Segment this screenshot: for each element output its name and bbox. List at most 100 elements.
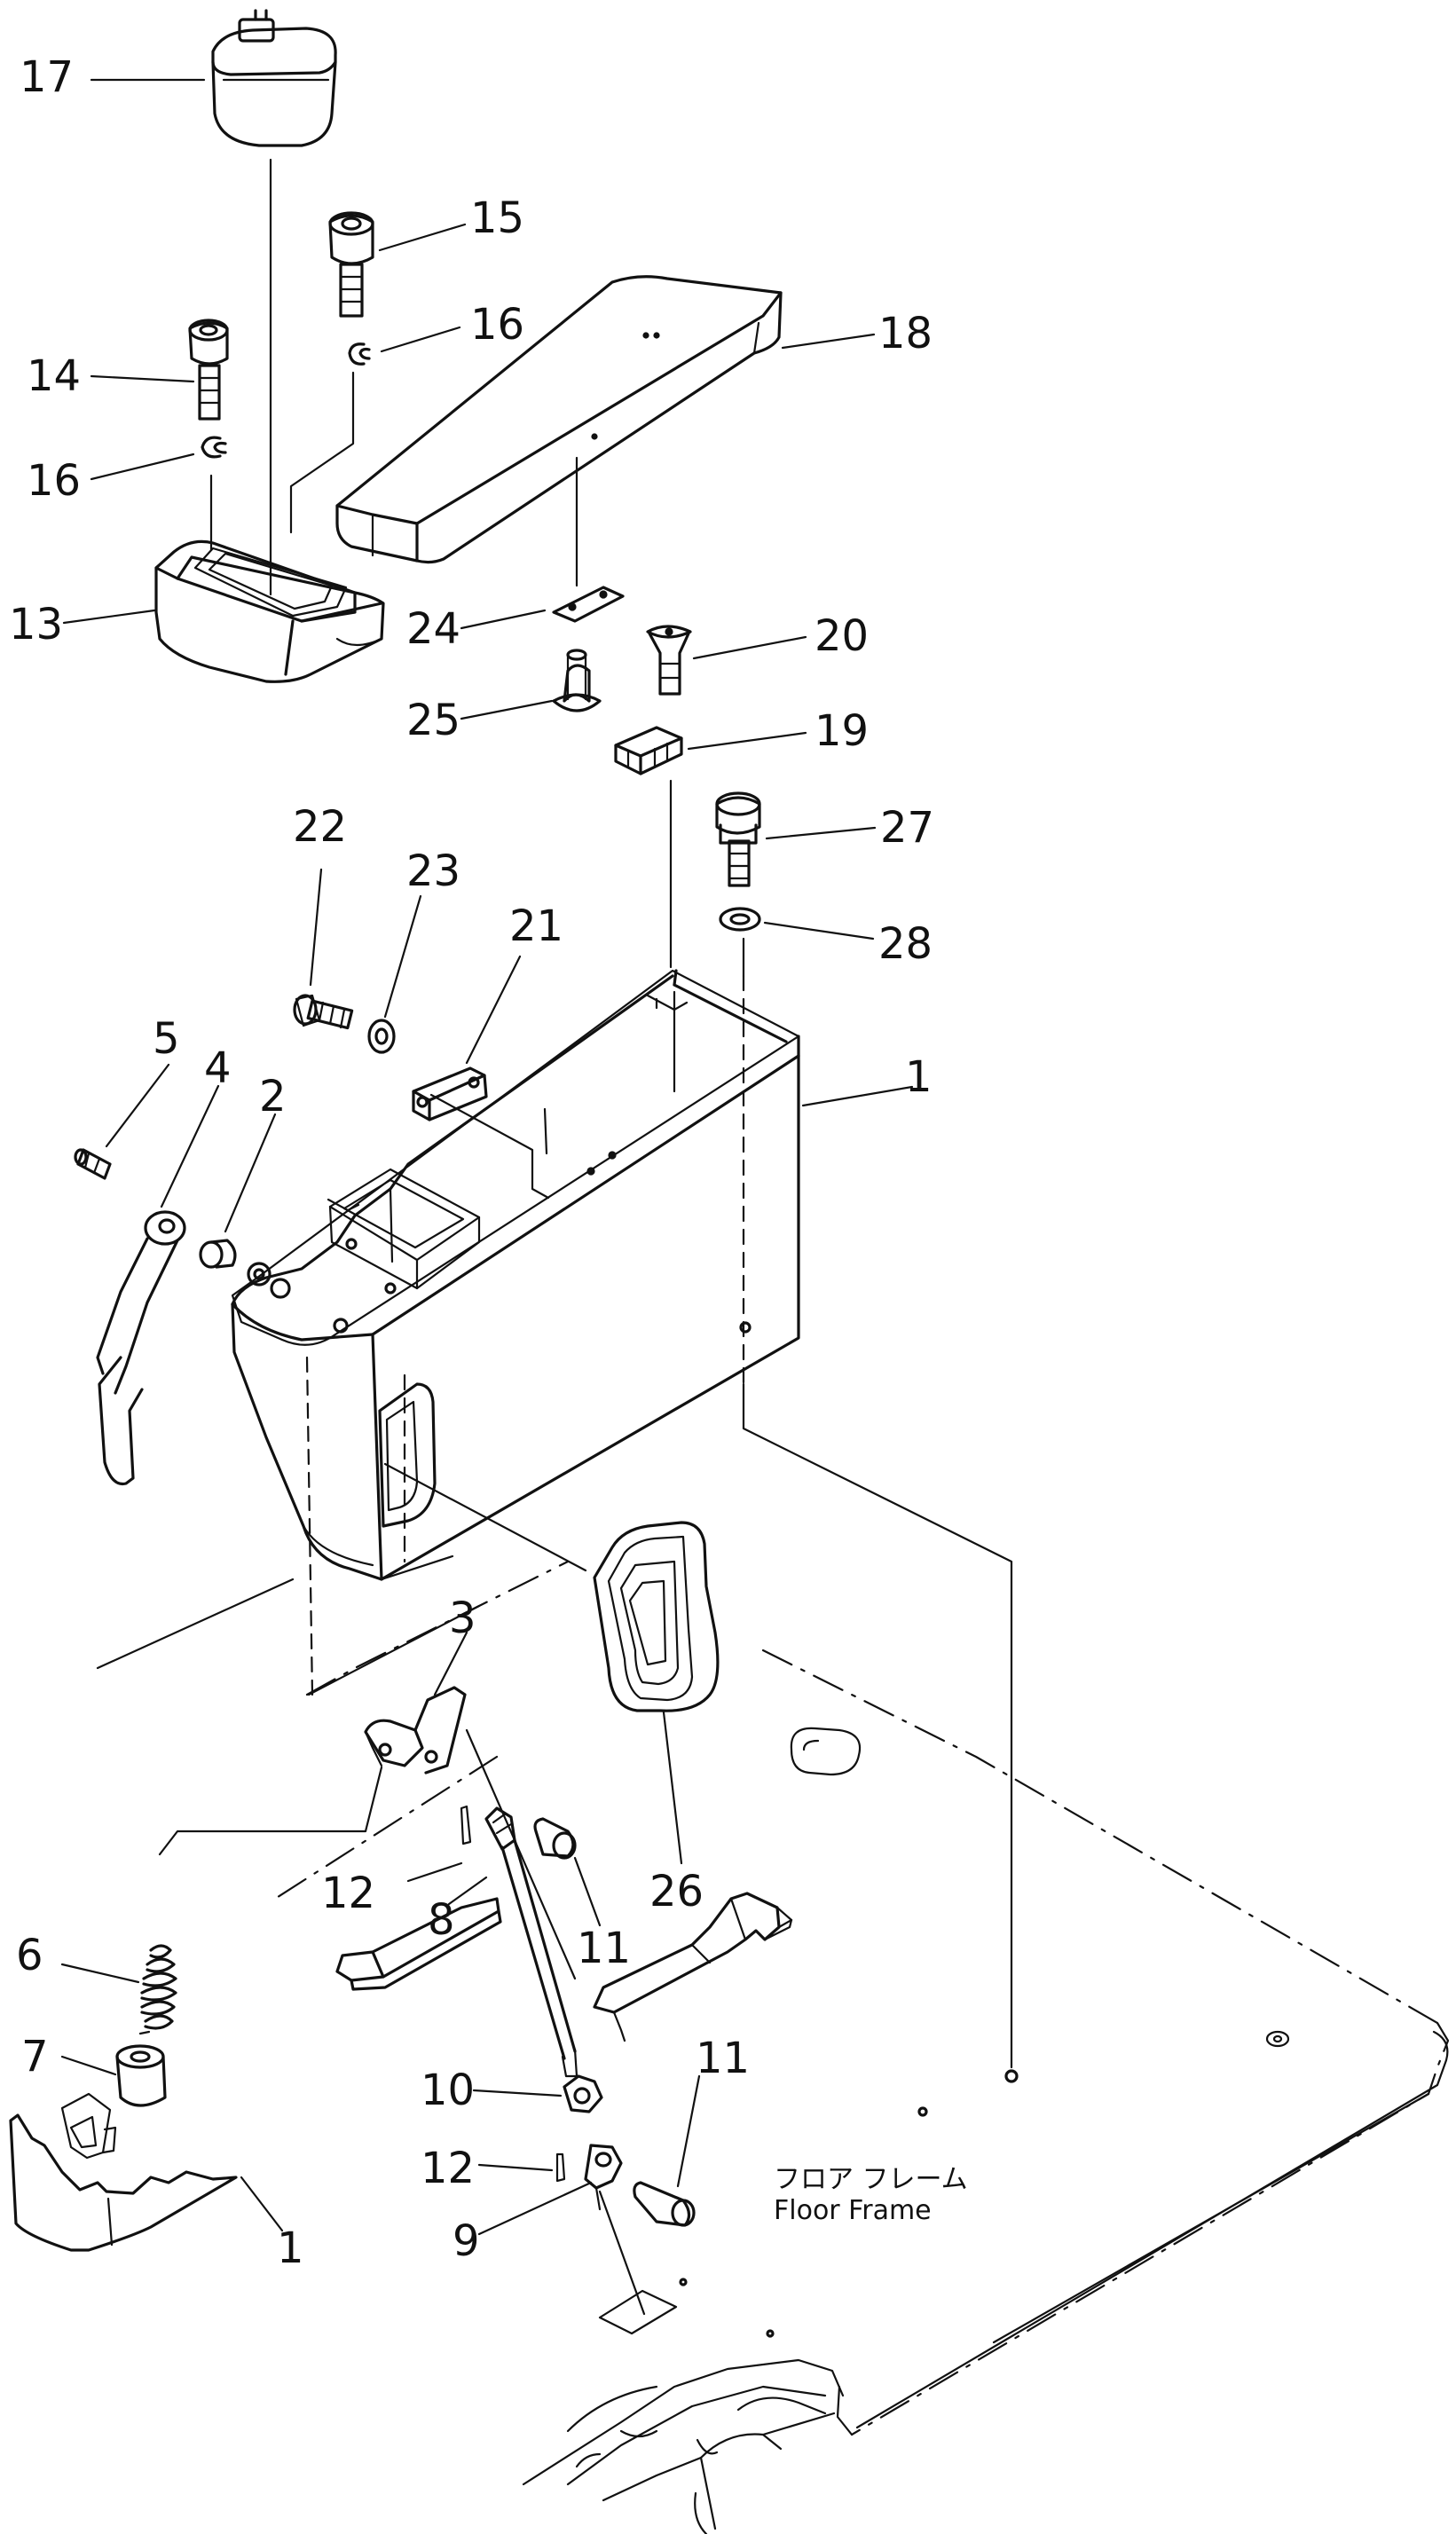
callout-2: 2 xyxy=(259,1072,287,1121)
part-rod xyxy=(484,1806,578,2078)
callout-9: 9 xyxy=(453,2216,480,2266)
leader-11b xyxy=(676,2074,701,2188)
callout-6: 6 xyxy=(16,1931,43,1980)
callout-23: 23 xyxy=(406,846,461,896)
part-5-pin xyxy=(74,1148,112,1180)
leader-3 xyxy=(433,1631,468,1696)
callout-17: 17 xyxy=(20,52,75,102)
callout-11-upper: 11 xyxy=(577,1924,632,1973)
callout-12-upper: 12 xyxy=(321,1869,376,1918)
callout-15: 15 xyxy=(470,193,525,243)
part-26-boot xyxy=(593,1521,720,1712)
leader-4 xyxy=(160,1084,220,1208)
callout-19: 19 xyxy=(815,706,870,756)
leader-15 xyxy=(378,223,467,252)
callout-12-lower: 12 xyxy=(421,2144,476,2193)
leader-1b xyxy=(240,2176,284,2232)
part-10-nut xyxy=(563,2074,603,2113)
callout-28: 28 xyxy=(878,919,933,969)
leader-7 xyxy=(60,2055,117,2076)
part-24-plate xyxy=(552,586,625,623)
leader-26 xyxy=(662,1711,683,1865)
floor-frame-outline xyxy=(96,1560,1450,2436)
leader-18 xyxy=(781,333,876,350)
part-20-screw xyxy=(646,625,692,696)
leader-12b xyxy=(477,2163,554,2172)
part-9-clevis xyxy=(584,2144,623,2211)
leader-24 xyxy=(460,609,547,630)
leader-14 xyxy=(90,374,195,383)
part-28-washer xyxy=(719,907,761,932)
callout-1-box: 1 xyxy=(905,1052,933,1102)
callout-10: 10 xyxy=(421,2066,476,2115)
part-18-armrest xyxy=(335,275,783,564)
part-15-bolt xyxy=(328,211,374,318)
leader-23 xyxy=(383,894,422,1019)
callout-8: 8 xyxy=(428,1895,455,1945)
leader-27 xyxy=(765,826,877,840)
part-17-cover xyxy=(211,9,337,147)
callout-4: 4 xyxy=(204,1043,232,1093)
leader-5 xyxy=(105,1063,170,1148)
floor-frame-label-english: Floor Frame xyxy=(774,2194,932,2226)
callout-18: 18 xyxy=(878,309,933,358)
callout-20: 20 xyxy=(815,611,870,661)
floor-bracket xyxy=(593,1892,793,2042)
part-8-bracket xyxy=(335,1897,502,1991)
leader-16b xyxy=(90,452,195,481)
leader-13 xyxy=(62,609,156,625)
leader-19 xyxy=(687,731,807,751)
callout-7: 7 xyxy=(21,2032,49,2082)
callout-24: 24 xyxy=(406,604,461,654)
part-1-fragment xyxy=(9,2092,238,2252)
callout-3: 3 xyxy=(449,1594,476,1643)
part-12-pin-upper xyxy=(460,1805,472,1845)
part-2-bushing xyxy=(199,1239,237,1269)
part-13-console-base xyxy=(154,539,385,683)
floor-frame-label-japanese: フロア フレーム xyxy=(774,2164,968,2195)
leader-9 xyxy=(477,2181,593,2236)
part-16-washer-left xyxy=(201,436,227,459)
callout-25: 25 xyxy=(406,696,461,745)
part-11-pin-lower xyxy=(633,2181,696,2227)
leader-28 xyxy=(763,921,875,940)
callout-5: 5 xyxy=(153,1014,180,1064)
callout-13: 13 xyxy=(9,600,64,649)
leader-22 xyxy=(309,868,323,987)
part-19-nut-bar xyxy=(614,726,683,775)
part-25-screw xyxy=(552,649,602,712)
leader-1a xyxy=(801,1085,914,1107)
lower-pedal-area xyxy=(522,2289,845,2534)
part-7-bushing xyxy=(115,2044,167,2107)
leader-2 xyxy=(224,1113,277,1233)
part-21-bracket xyxy=(412,1066,488,1121)
part-22-bolt xyxy=(293,994,354,1030)
callout-27: 27 xyxy=(880,803,935,853)
callout-1-fragment: 1 xyxy=(277,2223,304,2273)
part-16-washer-right xyxy=(348,342,371,366)
callout-21: 21 xyxy=(509,901,564,951)
leader-21 xyxy=(465,955,522,1065)
part-4-lever xyxy=(96,1210,186,1486)
leader-12a xyxy=(406,1861,463,1883)
callout-11-lower: 11 xyxy=(696,2034,751,2083)
leader-8 xyxy=(447,1876,488,1906)
part-23-washer xyxy=(367,1019,396,1054)
callout-16-left: 16 xyxy=(27,456,82,506)
leader-6 xyxy=(60,1963,140,1984)
part-11-pin-upper xyxy=(533,1817,577,1860)
part-1-console-box xyxy=(231,969,800,1581)
leader-20 xyxy=(692,635,807,660)
leader-10 xyxy=(472,2089,563,2097)
part-14-bolt xyxy=(188,319,229,421)
leader-25 xyxy=(460,699,554,720)
callout-16-right: 16 xyxy=(470,300,525,350)
callout-26: 26 xyxy=(649,1867,704,1916)
callout-14: 14 xyxy=(27,351,82,401)
part-3-joint xyxy=(364,1686,467,1775)
floor-frame-label: フロア フレーム Floor Frame xyxy=(774,2164,968,2226)
leader-16a xyxy=(380,326,461,353)
part-27-bolt xyxy=(715,791,761,887)
